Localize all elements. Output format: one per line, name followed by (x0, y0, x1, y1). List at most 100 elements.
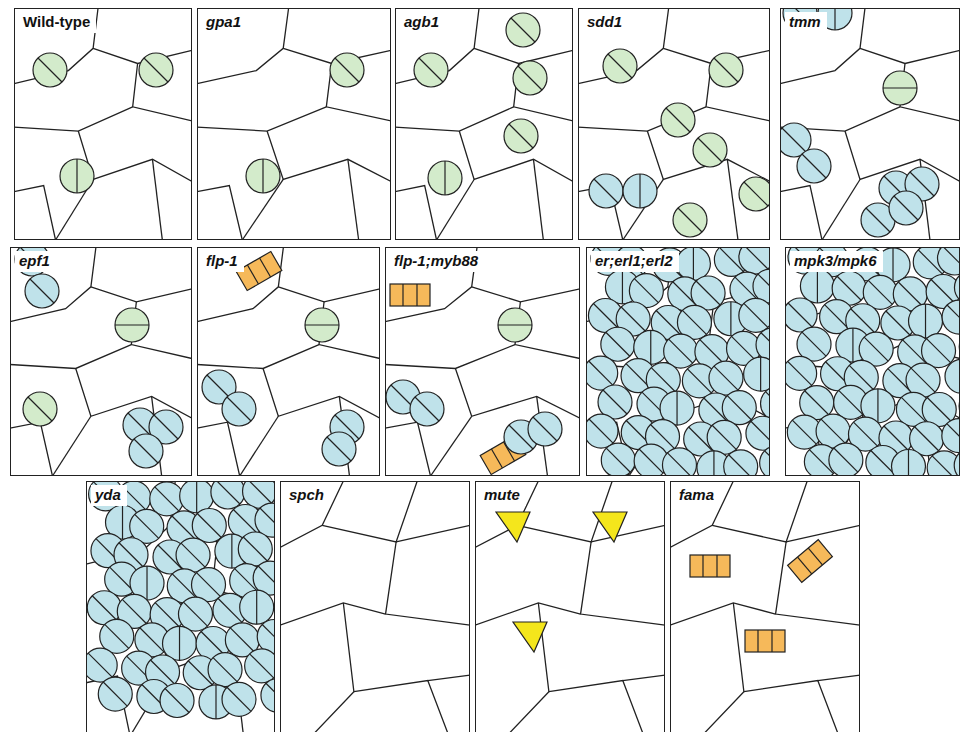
stoma (686, 126, 734, 174)
cell-wall (197, 422, 240, 476)
pore (942, 247, 960, 270)
stoma (60, 159, 94, 193)
cell-wall (396, 525, 470, 542)
stack-division (491, 449, 502, 468)
pore (698, 138, 722, 162)
pore (518, 66, 542, 90)
cell-wall (395, 107, 514, 131)
genotype-label: mute (480, 485, 526, 506)
stoma (790, 142, 838, 190)
cell-wall (507, 603, 549, 732)
pore (732, 336, 756, 360)
cell-wall (780, 186, 822, 240)
guard-cells (655, 441, 703, 476)
pore (947, 305, 960, 329)
pore (216, 481, 240, 504)
pore (712, 425, 736, 449)
stoma (655, 441, 703, 476)
pore (103, 682, 127, 706)
guard-cells (215, 385, 263, 433)
pore (622, 270, 623, 304)
pore (260, 508, 275, 532)
cell-wall (52, 416, 90, 476)
pore (788, 303, 812, 327)
stack-division (808, 548, 822, 565)
stoma (246, 159, 280, 193)
panel-drawing (475, 481, 665, 732)
phenotype-panel: yda (86, 481, 275, 732)
pore (839, 390, 863, 414)
stoma (240, 590, 274, 624)
pore (639, 449, 663, 473)
stoma (16, 385, 64, 433)
pore (165, 689, 189, 713)
pore (915, 427, 939, 451)
pore (248, 481, 272, 503)
pore (866, 208, 890, 232)
pore (115, 324, 149, 325)
pore (227, 687, 251, 711)
genotype-label: agb1 (400, 12, 445, 33)
pore (805, 391, 829, 415)
stoma (744, 357, 770, 391)
pore (415, 397, 439, 421)
genotype-label: flp-1;myb88 (390, 251, 484, 272)
guard-cells (717, 443, 765, 476)
pore (782, 128, 806, 152)
cell-wall (354, 681, 449, 732)
pore (852, 328, 853, 362)
pore (88, 653, 112, 677)
panel-drawing (785, 247, 960, 476)
phenotype-panel: flp-1 (197, 247, 380, 476)
pore (792, 420, 816, 444)
guard-cells (790, 142, 838, 190)
cell-wall (280, 481, 343, 548)
cell-wall (431, 416, 472, 476)
guard-cell-stack (690, 555, 730, 577)
pore (682, 310, 706, 334)
guard-cells (315, 425, 363, 473)
pore (729, 455, 753, 476)
phenotype-panel: gpa1 (197, 8, 391, 240)
stoma (497, 112, 545, 160)
guard-cells (676, 247, 710, 280)
guard-cells (499, 8, 547, 54)
pore (837, 276, 861, 300)
guard-cells (909, 304, 943, 338)
stack-division (798, 557, 812, 574)
pore (233, 509, 257, 533)
cell-wall (385, 422, 431, 476)
guard-cells (497, 112, 545, 160)
pore (181, 543, 205, 567)
guard-cells (945, 359, 960, 393)
genotype-label: flp-1 (202, 251, 244, 272)
guard-cells (407, 46, 455, 94)
stoma (506, 54, 554, 102)
genotype-label: spch (285, 485, 330, 506)
pore (509, 124, 533, 148)
panel-drawing (197, 8, 391, 240)
pore (230, 628, 254, 652)
pore (243, 537, 267, 561)
pore (925, 304, 926, 338)
stoma (428, 161, 462, 195)
panel-drawing (86, 481, 275, 732)
stack-outline (745, 630, 785, 652)
pore (634, 279, 658, 303)
pore (30, 279, 54, 303)
pore (727, 396, 751, 420)
guard-cells (215, 675, 263, 723)
pore (197, 513, 221, 537)
stoma (91, 670, 139, 718)
guard-cells (305, 308, 339, 342)
meristemoid-shape (593, 512, 627, 542)
cell-wall (197, 186, 242, 240)
pore (687, 369, 711, 393)
guard-cells (800, 269, 834, 303)
stoma (947, 441, 960, 476)
pore (231, 534, 232, 568)
pore (196, 481, 197, 513)
panel-drawing (280, 481, 470, 732)
stoma (654, 96, 702, 144)
guard-cells (623, 174, 657, 208)
